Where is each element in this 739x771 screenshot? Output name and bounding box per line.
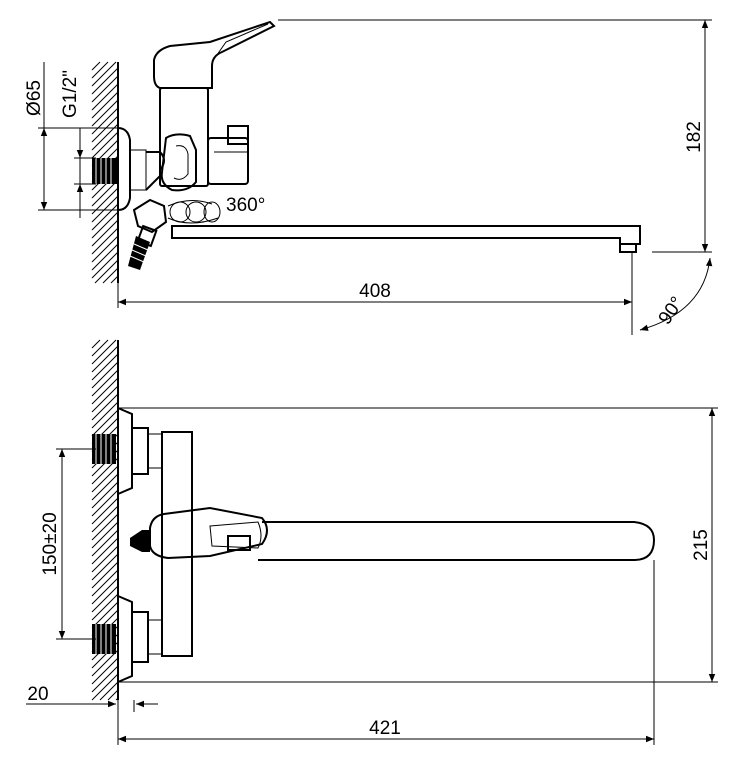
hatch-line [91, 401, 119, 429]
hatch-line [91, 83, 119, 111]
hatch-line [91, 537, 119, 565]
hatch-line [91, 251, 119, 279]
hatch-line [91, 99, 119, 127]
spout-top [258, 521, 656, 561]
hatch-line [91, 67, 119, 95]
hatch-line [91, 553, 119, 581]
flange-diameter-label: Ø65 [24, 80, 45, 116]
hatch-line [91, 61, 117, 87]
hatch-line [91, 243, 119, 271]
hose-outlet-side [128, 198, 168, 270]
hatch-line [91, 235, 119, 263]
hatch-line [91, 561, 119, 589]
dimension-centers: 150±20 [40, 448, 96, 640]
hatch-line [102, 267, 119, 284]
hatch-line [91, 569, 119, 597]
hatch-line [91, 505, 119, 533]
mixer-body-top [130, 431, 268, 657]
hatch-line [91, 529, 119, 557]
hatch-line [91, 377, 119, 405]
length-label-side: 408 [359, 281, 391, 302]
hatch-line [91, 545, 119, 573]
hatch-line [91, 673, 119, 701]
hatch-line [91, 521, 119, 549]
hatch-line [99, 681, 119, 701]
hatch-line [94, 259, 119, 284]
dimension-offset: 20 [26, 684, 158, 712]
length-label-top: 421 [369, 718, 401, 739]
hatch-line [91, 577, 119, 605]
dimension-flange: Ø65 [24, 62, 122, 211]
hatch-line [91, 339, 101, 349]
hatch-line [91, 369, 119, 397]
hatch-line [91, 593, 119, 621]
rotation-label: 360° [226, 195, 265, 216]
hatch-line [91, 345, 119, 373]
hatch-line [91, 227, 119, 255]
depth-label: 215 [691, 529, 712, 561]
hatch-line [91, 353, 119, 381]
hatch-line [91, 179, 119, 207]
hatch-line [91, 481, 119, 509]
dimension-height: 182 [278, 19, 712, 253]
hatch-line [91, 385, 119, 413]
hatch-line [91, 211, 119, 239]
hatch-line [91, 497, 119, 525]
hatch-line [91, 219, 119, 247]
dimension-angle: 90° [639, 257, 713, 331]
hatch-line [91, 489, 119, 517]
hatch-line [107, 689, 119, 701]
thread-label: G1/2" [60, 70, 81, 118]
hatch-line [91, 473, 119, 501]
height-label: 182 [684, 121, 705, 153]
top-view: 215 150±20 20 421 [26, 339, 718, 745]
hatch-line [91, 75, 119, 103]
hatch-line [110, 275, 119, 284]
spout-side [171, 225, 641, 253]
hatch-line [91, 195, 119, 223]
hatch-line [91, 91, 119, 119]
hatch-line [91, 649, 119, 677]
centers-label: 150±20 [40, 512, 61, 575]
hatch-line [91, 61, 109, 79]
side-view: 182 408 Ø65 G1/2" 360° [24, 19, 713, 335]
hatch-line [91, 131, 119, 159]
hatch-line [91, 409, 119, 437]
hatch-line [91, 61, 101, 71]
hatch-line [91, 585, 119, 613]
hatch-line [91, 657, 119, 685]
hatch-line [91, 339, 117, 365]
dimension-depth: 215 [118, 407, 718, 683]
hatch-line [91, 203, 119, 231]
hatch-line [91, 361, 119, 389]
hatch-line [91, 393, 119, 421]
hatch-line [91, 513, 119, 541]
hatch-line [91, 339, 109, 357]
dimension-length-top: 421 [117, 560, 655, 745]
dimension-length-side: 408 [117, 252, 633, 335]
hatch-line [91, 665, 119, 693]
wall-flange-side [92, 127, 147, 211]
offset-label: 20 [27, 684, 48, 705]
hatch-line [91, 115, 119, 143]
mixer-body-side [145, 20, 276, 224]
hatch-line [91, 465, 119, 493]
swivel-ring [167, 200, 221, 224]
dimension-thread: G1/2" [60, 70, 96, 218]
hatch-line [91, 107, 119, 135]
hatch-line [91, 601, 119, 629]
